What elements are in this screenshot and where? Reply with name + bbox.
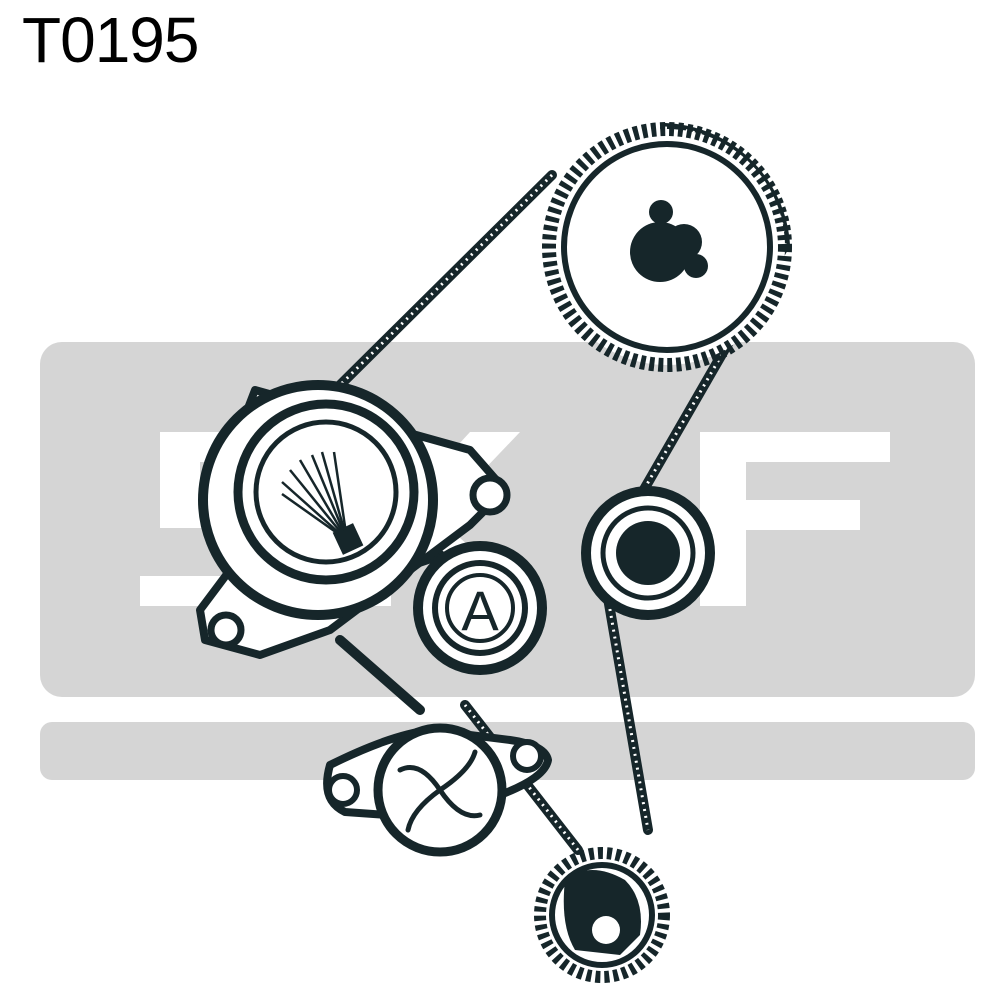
cam-hub-icon [630, 200, 708, 282]
camshaft-sprocket [542, 122, 792, 372]
tension-indicator-icon [281, 451, 364, 555]
water-pump [323, 723, 552, 857]
pulley-a-label: A [461, 579, 499, 642]
belt-tensioner [196, 380, 511, 659]
idler-pulley-a: A [413, 541, 547, 675]
idler-pulley-right [581, 486, 715, 620]
part-code-title: T0195 [22, 4, 199, 76]
crankshaft-sprocket [534, 847, 670, 983]
impeller-fan-icon [397, 749, 483, 833]
